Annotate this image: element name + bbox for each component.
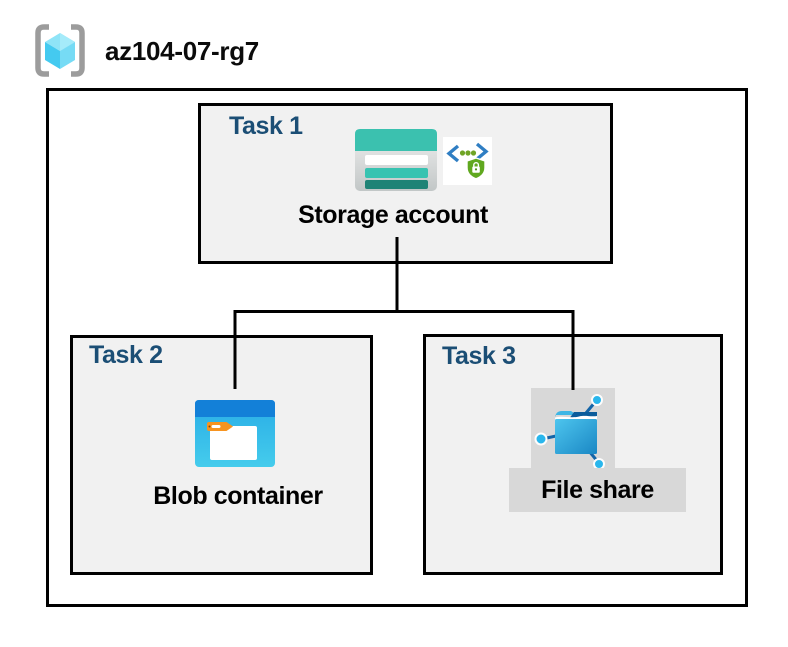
task3-title: Task 3 <box>442 342 516 370</box>
file-share-icon <box>531 388 615 472</box>
storage-account-icon <box>355 129 437 191</box>
task2-box: Task 2 Blob container <box>70 335 373 575</box>
resource-group-boundary: Task 1 Storage <box>46 88 748 607</box>
resource-group-icon <box>35 24 85 77</box>
blob-container-icon <box>195 400 275 467</box>
resource-group-name: az104-07-rg7 <box>105 36 259 66</box>
task2-title: Task 2 <box>89 341 163 369</box>
file-share-label: File share <box>509 468 686 512</box>
task3-box: Task 3 File share <box>423 334 723 575</box>
task1-box: Task 1 Storage <box>198 103 613 264</box>
storage-account-label: Storage account <box>298 201 488 229</box>
secure-access-sas-icon <box>443 137 492 185</box>
blob-container-label: Blob container <box>153 482 323 510</box>
task1-title: Task 1 <box>229 112 303 140</box>
